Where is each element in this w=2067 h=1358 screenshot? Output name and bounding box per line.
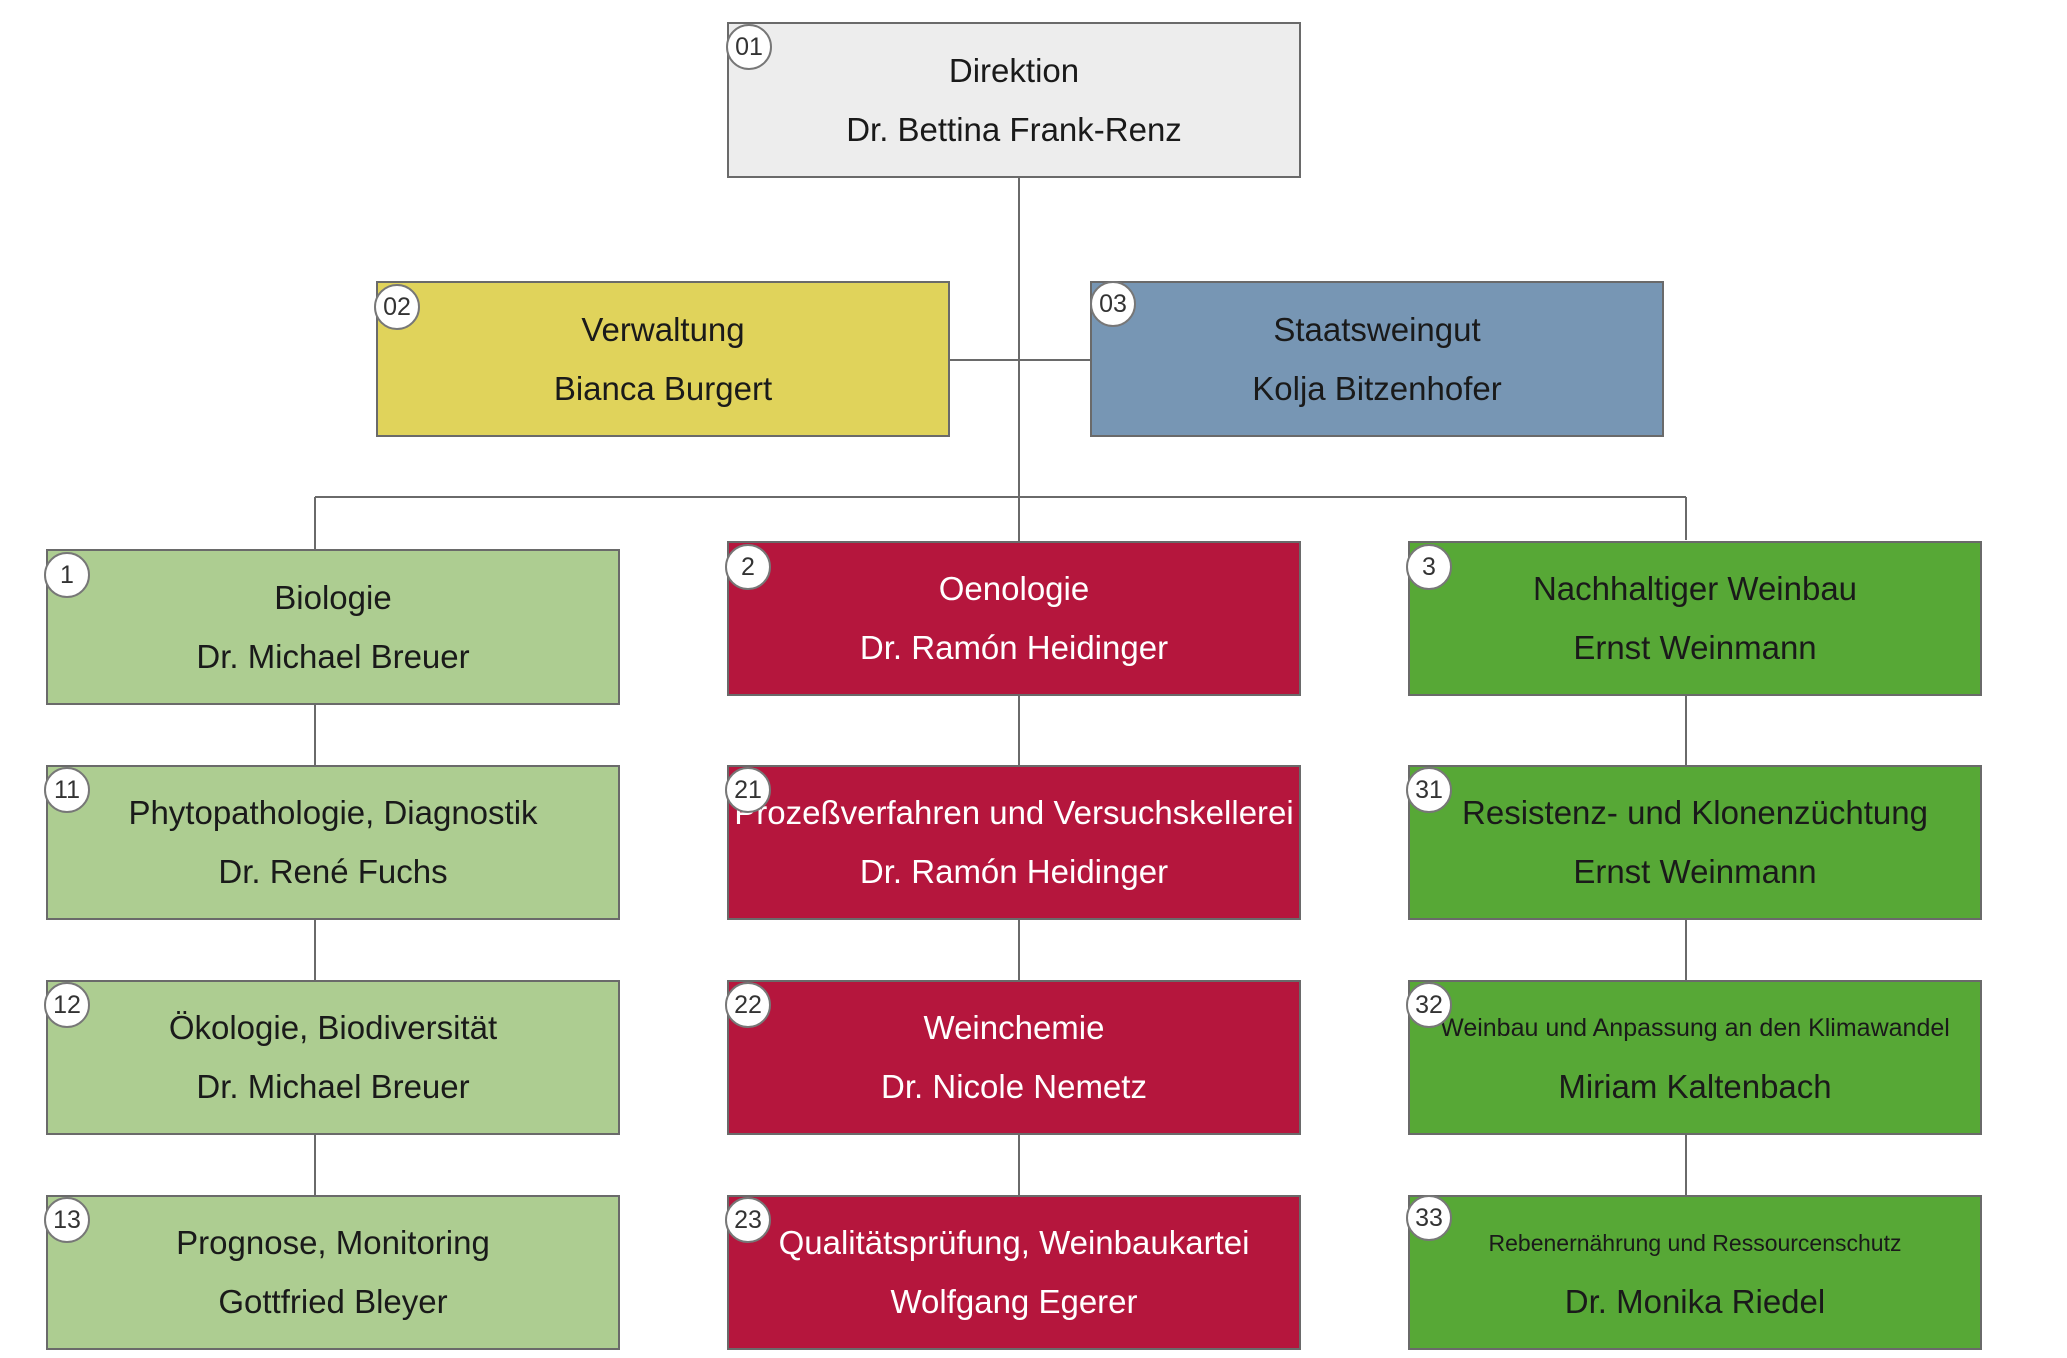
unit-prozessverfahren: Prozeßverfahren und Versuchskellerei Dr.… bbox=[727, 765, 1301, 920]
unit-qualitaetspruefung: Qualitätsprüfung, Weinbaukartei Wolfgang… bbox=[727, 1195, 1301, 1350]
unit-rebenernaehrung: Rebenernährung und Ressourcenschutz Dr. … bbox=[1408, 1195, 1982, 1350]
unit-number-badge: 33 bbox=[1406, 1195, 1452, 1241]
unit-number-badge: 3 bbox=[1406, 544, 1452, 590]
unit-title: Prozeßverfahren und Versuchskellerei bbox=[734, 794, 1294, 831]
unit-title: Ökologie, Biodiversität bbox=[168, 1009, 498, 1046]
unit-title: Staatsweingut bbox=[1273, 310, 1481, 348]
unit-verwaltung: Verwaltung Bianca Burgert bbox=[376, 281, 950, 437]
unit-head: Dr. Ramón Heidinger bbox=[859, 853, 1169, 890]
unit-title: Phytopathologie, Diagnostik bbox=[128, 794, 538, 831]
unit-number-badge: 1 bbox=[44, 552, 90, 598]
unit-title: Qualitätsprüfung, Weinbaukartei bbox=[778, 1224, 1250, 1261]
unit-resistenz: Resistenz- und Klonenzüchtung Ernst Wein… bbox=[1408, 765, 1982, 920]
unit-title: Biologie bbox=[274, 578, 392, 616]
unit-staatsweingut: Staatsweingut Kolja Bitzenhofer bbox=[1090, 281, 1664, 437]
unit-number-badge: 13 bbox=[44, 1197, 90, 1243]
unit-title: Direktion bbox=[948, 51, 1080, 89]
unit-title: Weinchemie bbox=[923, 1009, 1105, 1046]
unit-head: Dr. Michael Breuer bbox=[196, 1068, 470, 1105]
unit-number-badge: 21 bbox=[725, 767, 771, 813]
unit-title: Rebenernährung und Ressourcenschutz bbox=[1488, 1230, 1902, 1256]
unit-head: Kolja Bitzenhofer bbox=[1252, 369, 1502, 407]
unit-number-badge: 03 bbox=[1090, 281, 1136, 327]
unit-head: Dr. Bettina Frank-Renz bbox=[846, 110, 1182, 148]
unit-head: Gottfried Bleyer bbox=[218, 1283, 448, 1320]
unit-head: Ernst Weinmann bbox=[1573, 629, 1817, 666]
unit-number-badge: 31 bbox=[1406, 767, 1452, 813]
unit-number-badge: 12 bbox=[44, 982, 90, 1028]
unit-number-badge: 11 bbox=[44, 767, 90, 813]
unit-biologie: Biologie Dr. Michael Breuer bbox=[46, 549, 620, 705]
unit-prognose: Prognose, Monitoring Gottfried Bleyer bbox=[46, 1195, 620, 1350]
unit-head: Dr. Ramón Heidinger bbox=[859, 629, 1169, 666]
unit-number-badge: 2 bbox=[725, 544, 771, 590]
unit-number-badge: 02 bbox=[374, 284, 420, 330]
unit-title: Nachhaltiger Weinbau bbox=[1532, 570, 1858, 607]
unit-head: Ernst Weinmann bbox=[1573, 853, 1817, 890]
unit-number-badge: 23 bbox=[725, 1197, 771, 1243]
unit-head: Dr. Monika Riedel bbox=[1564, 1283, 1826, 1320]
unit-number-badge: 01 bbox=[726, 24, 772, 70]
unit-head: Miriam Kaltenbach bbox=[1558, 1068, 1832, 1105]
unit-phytopathologie: Phytopathologie, Diagnostik Dr. René Fuc… bbox=[46, 765, 620, 920]
unit-title: Verwaltung bbox=[581, 310, 745, 348]
unit-head: Dr. Nicole Nemetz bbox=[881, 1068, 1147, 1105]
unit-weinchemie: Weinchemie Dr. Nicole Nemetz bbox=[727, 980, 1301, 1135]
unit-title: Oenologie bbox=[938, 570, 1090, 607]
unit-number-badge: 32 bbox=[1406, 982, 1452, 1028]
unit-head: Dr. René Fuchs bbox=[218, 853, 448, 890]
unit-klimawandel: Weinbau und Anpassung an den Klimawandel… bbox=[1408, 980, 1982, 1135]
unit-head: Wolfgang Egerer bbox=[890, 1283, 1138, 1320]
unit-title: Prognose, Monitoring bbox=[176, 1224, 490, 1261]
unit-oenologie: Oenologie Dr. Ramón Heidinger bbox=[727, 541, 1301, 696]
unit-title: Weinbau und Anpassung an den Klimawandel bbox=[1440, 1014, 1950, 1042]
unit-direktion: Direktion Dr. Bettina Frank-Renz bbox=[727, 22, 1301, 178]
unit-title: Resistenz- und Klonenzüchtung bbox=[1462, 794, 1928, 831]
unit-head: Dr. Michael Breuer bbox=[196, 637, 470, 675]
unit-oekologie: Ökologie, Biodiversität Dr. Michael Breu… bbox=[46, 980, 620, 1135]
unit-nachhaltiger-weinbau: Nachhaltiger Weinbau Ernst Weinmann bbox=[1408, 541, 1982, 696]
unit-number-badge: 22 bbox=[725, 982, 771, 1028]
unit-head: Bianca Burgert bbox=[553, 369, 773, 407]
